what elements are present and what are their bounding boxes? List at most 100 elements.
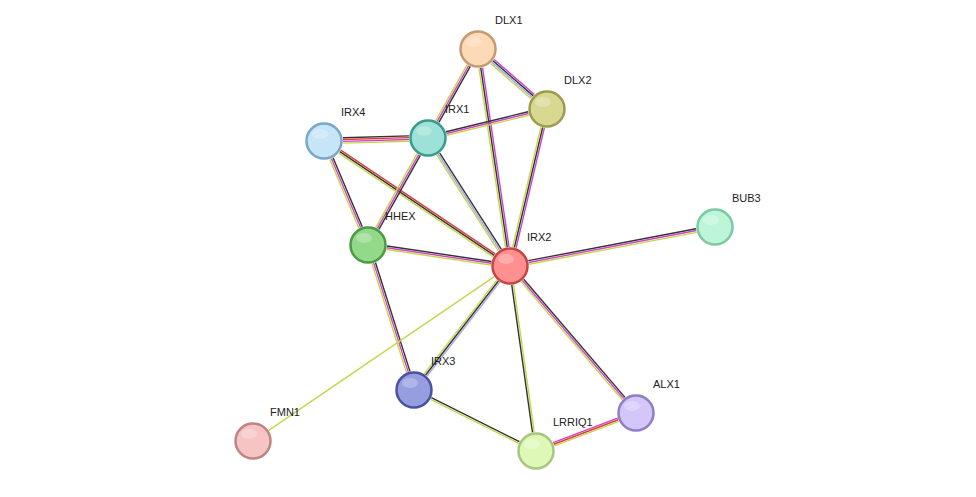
evidence-line [375,263,410,372]
node-highlight [312,129,328,139]
node-highlight [624,401,640,411]
node-circle-shape [461,32,496,67]
interaction-edge [521,279,625,399]
evidence-line [529,232,697,264]
evidence-line [431,398,519,442]
evidence-line [439,66,470,122]
evidence-line [437,66,468,122]
protein-label: FMN1 [270,406,300,419]
node-highlight [703,215,719,225]
protein-label: DLX2 [564,74,592,87]
protein-label: DLX1 [495,14,523,27]
evidence-line [494,59,534,94]
protein-label: IRX4 [341,106,365,119]
node-circle [395,371,433,409]
interaction-edge [330,158,363,228]
protein-label: IRX3 [431,355,455,368]
protein-node: DLX2 [528,90,566,128]
evidence-line [424,280,497,374]
evidence-line [377,155,418,229]
protein-node: IRX2 [491,247,529,285]
evidence-line [516,128,544,248]
node-highlight [416,126,432,136]
evidence-line [440,153,502,249]
evidence-line [437,155,499,251]
evidence-line [524,279,625,397]
evidence-line [387,248,491,263]
node-highlight [466,37,482,47]
evidence-line [492,62,532,97]
evidence-line [333,158,362,227]
interaction-edge [376,154,421,230]
interaction-edge [437,153,502,251]
evidence-line [493,61,533,96]
node-circle-shape [519,434,554,469]
protein-label: ALX1 [653,378,680,391]
evidence-line [341,150,495,254]
node-circle-shape [236,424,271,459]
evidence-line [376,154,417,228]
node-circle-shape [351,228,386,263]
node-circle [234,422,272,460]
evidence-line [481,68,507,247]
protein-node: IRX1 [409,119,447,157]
evidence-line [512,285,533,432]
evidence-line [514,127,542,247]
interaction-edge [424,280,500,376]
evidence-line [513,127,541,247]
evidence-line [339,153,493,257]
interaction-edge [436,65,471,123]
evidence-line [387,246,491,261]
protein-label: LRRIQ1 [553,416,593,429]
protein-node: ALX1 [617,394,655,432]
evidence-line [340,152,494,256]
node-highlight [241,429,257,439]
evidence-line [387,250,491,265]
evidence-line [269,277,495,431]
node-circle [305,122,343,160]
evidence-line [426,281,499,375]
node-circle-shape [530,92,565,127]
interaction-edge [431,398,520,444]
interaction-edge [343,136,409,143]
node-highlight [402,378,418,388]
node-circle [617,394,655,432]
protein-label: IRX1 [445,103,469,116]
node-circle [459,30,497,68]
protein-node: HHEX [349,226,387,264]
node-circle [528,90,566,128]
evidence-line [522,280,623,398]
protein-node: IRX3 [395,371,433,409]
protein-label: IRX2 [527,231,551,244]
node-circle-shape [698,210,733,245]
protein-node: BUB3 [696,208,734,246]
evidence-line [379,155,420,229]
node-circle-shape [307,124,342,159]
evidence-line [331,158,360,227]
protein-node: FMN1 [234,422,272,460]
protein-label: BUB3 [732,192,761,205]
protein-node: IRX4 [305,122,343,160]
interaction-edge [528,229,696,264]
interaction-edge [387,246,492,265]
node-circle [696,208,734,246]
evidence-line [427,282,500,376]
evidence-line [438,154,500,250]
node-circle-shape [411,121,446,156]
node-highlight [535,97,551,107]
evidence-line [431,399,519,443]
protein-node: LRRIQ1 [517,432,555,470]
evidence-line [528,229,696,261]
evidence-line [330,159,359,228]
interaction-edge [513,127,545,248]
node-circle-shape [619,396,654,431]
interaction-edge [512,285,534,433]
node-highlight [524,439,540,449]
evidence-line [514,285,535,432]
evidence-line [343,141,409,143]
interaction-edge [446,112,529,136]
node-circle-shape [493,249,528,284]
node-highlight [498,254,514,264]
